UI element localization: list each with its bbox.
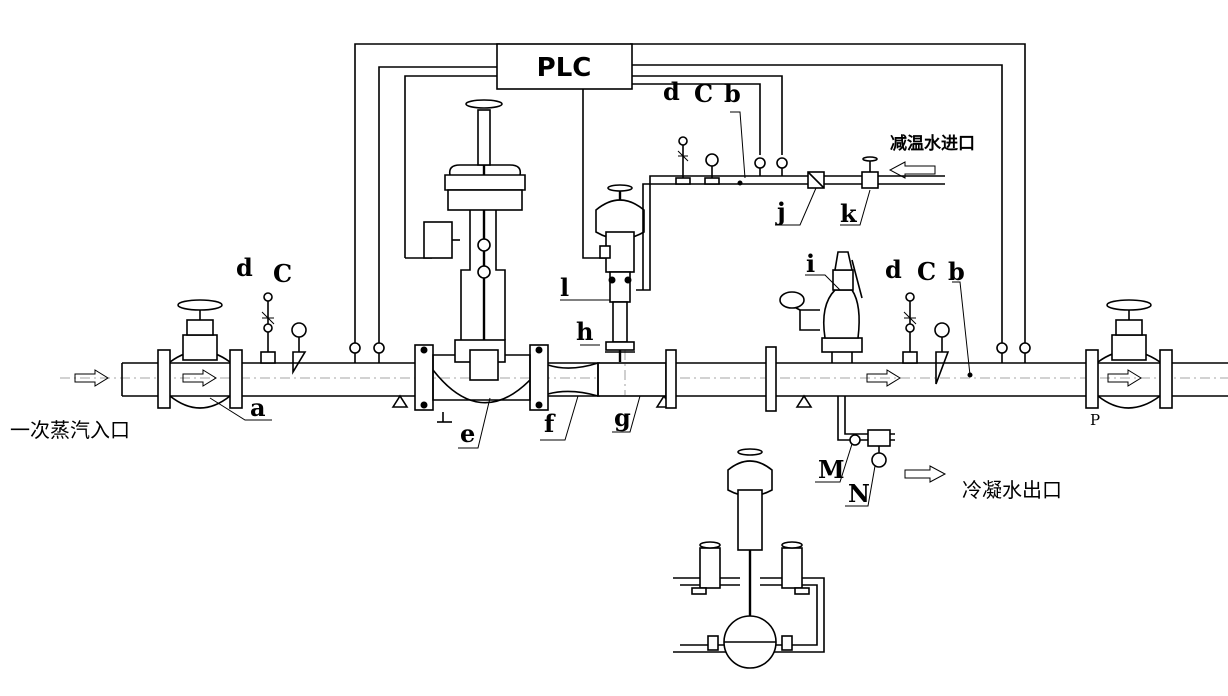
label-d-top: d — [663, 77, 680, 106]
label-d-left: d — [236, 253, 253, 282]
label-b-top: b — [724, 79, 741, 108]
desuperheater-body — [547, 330, 677, 409]
right-instruments — [902, 292, 1031, 385]
label-h: h — [576, 317, 593, 346]
label-c-left: C — [273, 259, 292, 288]
label-b-right: b — [948, 257, 965, 286]
label-f: f — [544, 409, 556, 438]
label-m: M — [818, 455, 845, 484]
label-e: e — [460, 419, 475, 448]
safety-valve — [779, 251, 863, 363]
pressure-reducing-valve — [414, 99, 549, 411]
plc-controller: PLC — [496, 43, 633, 90]
label-a: a — [250, 393, 266, 422]
label-d-right: d — [885, 255, 902, 284]
steam-inlet-label: 一次蒸汽入口 — [10, 418, 130, 442]
inlet-gate-valve — [157, 299, 243, 409]
label-g: g — [614, 403, 631, 432]
plc-signal-wiring — [354, 43, 1026, 345]
label-p: P — [1090, 411, 1100, 429]
water-supply-pipe — [636, 136, 945, 291]
plc-label: PLC — [537, 53, 592, 83]
label-n: N — [848, 479, 870, 508]
flange-section — [765, 346, 777, 412]
label-k: k — [840, 199, 858, 228]
label-c-right: C — [917, 257, 936, 286]
label-c-top: C — [694, 79, 713, 108]
left-instruments — [260, 292, 385, 375]
condensate-drain — [837, 396, 947, 483]
label-leaders — [209, 111, 971, 507]
outlet-gate-valve — [1085, 299, 1173, 409]
label-i: i — [806, 249, 815, 278]
bypass-detail-view — [673, 448, 825, 669]
label-j: j — [775, 197, 786, 226]
label-l: l — [560, 273, 569, 302]
water-inlet-label: 减温水进口 — [890, 133, 975, 154]
water-injection-valve — [595, 184, 645, 362]
condensate-outlet-label: 冷凝水出口 — [962, 478, 1062, 502]
